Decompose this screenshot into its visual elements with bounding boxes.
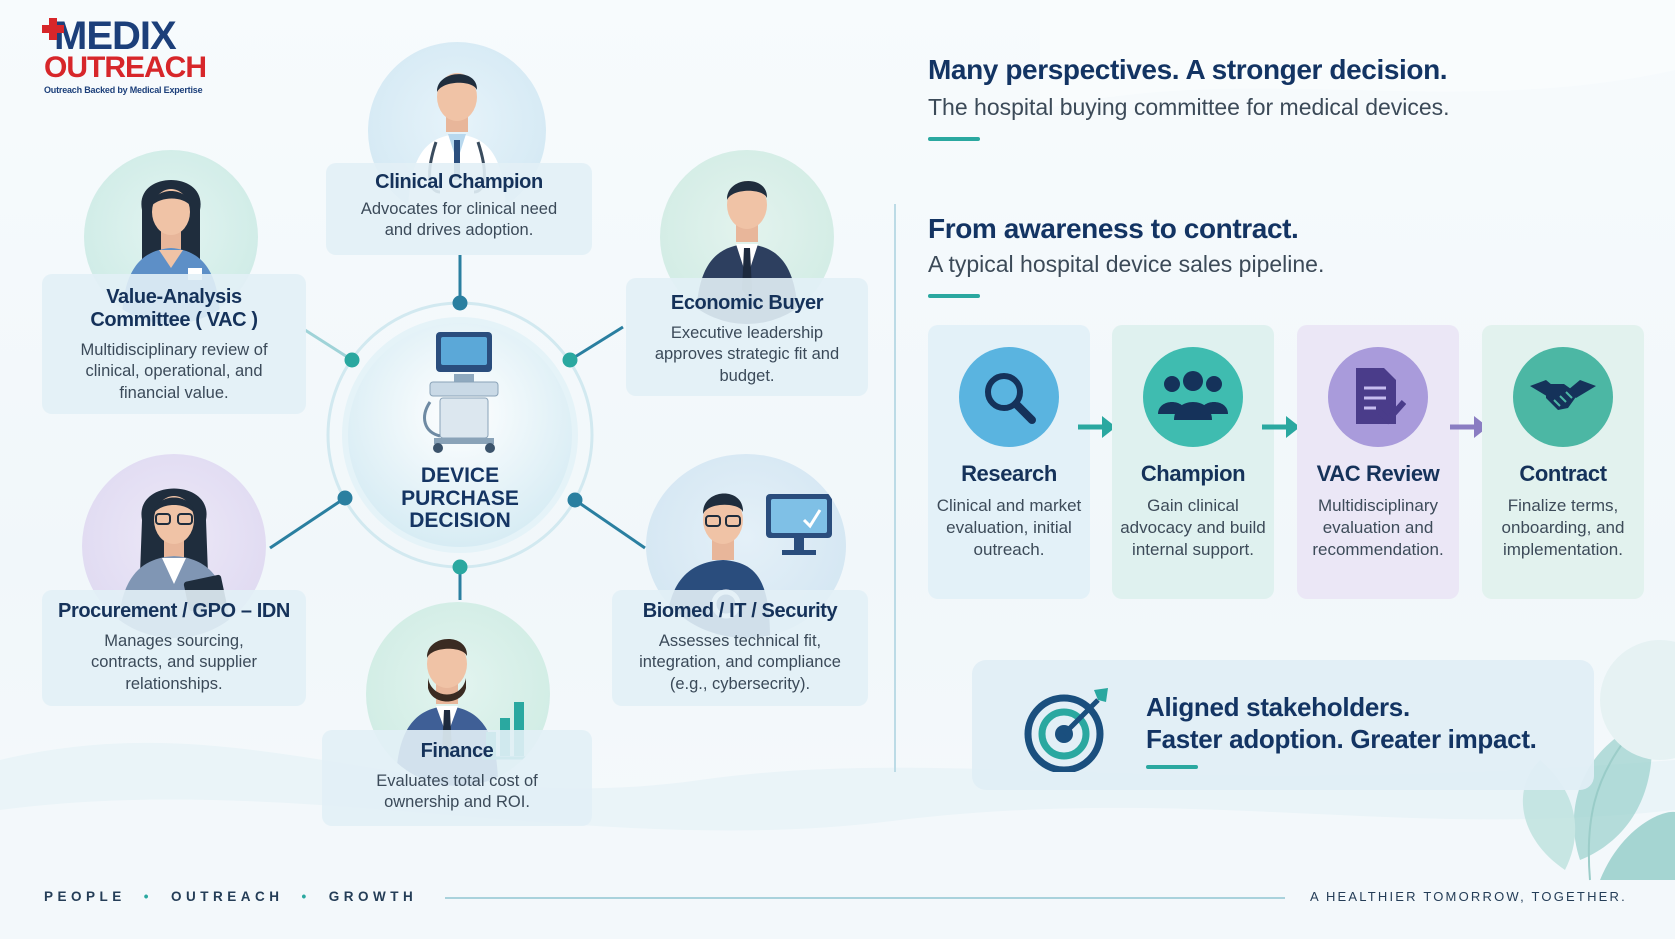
stage-description: Finalize terms, onboarding, and implemen… — [1501, 496, 1625, 560]
arrow-right-icon — [1078, 416, 1116, 438]
arrow-right-icon — [1262, 416, 1300, 438]
stage-label: Champion — [1140, 461, 1246, 486]
stage-research: Research Clinical and market evaluation,… — [928, 325, 1090, 599]
stakeholder-title: Biomed / IT / Security — [642, 600, 838, 622]
vertical-divider — [894, 204, 896, 772]
stage-vac-review: VAC Review Multidisciplinary evaluation … — [1297, 325, 1459, 599]
page-title: Many perspectives. A stronger decision. — [928, 54, 1448, 85]
hub-diagram — [269, 255, 646, 600]
footer-divider — [445, 897, 1285, 899]
pipeline-title: From awareness to contract. — [928, 213, 1299, 244]
perspectives-header: Many perspectives. A stronger decision. … — [928, 54, 1450, 141]
group-icon — [1143, 347, 1243, 447]
aligned-callout: Aligned stakeholders. Faster adoption. G… — [972, 660, 1594, 790]
stakeholder-card-vac: Value-Analysis Committee ( VAC ) Multidi… — [42, 274, 306, 414]
stage-label: Research — [961, 461, 1057, 486]
medical-device-icon — [423, 332, 499, 453]
stakeholder-description: Assesses technical fit, integration, and… — [639, 632, 841, 693]
brand-line-1: MEDIX — [54, 14, 177, 58]
target-icon — [1024, 688, 1108, 772]
accent-bar — [928, 294, 980, 298]
brand-line-2: OUTREACH — [44, 51, 207, 84]
hub-label: DEVICE PURCHASE DECISION — [401, 464, 519, 533]
pipeline-header: From awareness to contract. A typical ho… — [928, 213, 1324, 298]
stakeholder-card-biomed: Biomed / IT / Security Assesses technica… — [612, 590, 868, 706]
stakeholder-title: Clinical Champion — [375, 171, 543, 193]
arrow-right-icon — [1450, 416, 1488, 438]
callout-line-1: Aligned stakeholders. — [1146, 692, 1410, 722]
medical-cross-icon — [42, 18, 64, 40]
stage-description: Gain clinical advocacy and build interna… — [1120, 496, 1266, 560]
brand-logo: MEDIX OUTREACH Outreach Backed by Medica… — [42, 14, 244, 108]
stakeholder-card-procurement: Procurement / GPO – IDN Manages sourcing… — [42, 590, 306, 706]
footer-tagline-left: PEOPLE•OUTREACH•GROWTH — [44, 889, 418, 904]
stage-description: Clinical and market evaluation, initial … — [936, 496, 1082, 560]
magnifier-icon — [959, 347, 1059, 447]
stakeholder-title: Procurement / GPO – IDN — [58, 600, 290, 622]
stakeholder-description: Manages sourcing, contracts, and supplie… — [90, 632, 257, 693]
brand-tagline: Outreach Backed by Medical Expertise — [44, 85, 203, 95]
stakeholder-card-clinical: Clinical Champion Advocates for clinical… — [326, 163, 592, 255]
stakeholder-card-finance: Finance Evaluates total cost of ownershi… — [322, 730, 592, 826]
stakeholder-title: Value-Analysis Committee ( VAC ) — [90, 286, 258, 331]
stakeholder-title: Finance — [420, 740, 494, 762]
stakeholder-card-economic: Economic Buyer Executive leadership appr… — [626, 278, 868, 396]
stakeholder-description: Executive leadership approves strategic … — [654, 324, 840, 385]
footer-tagline-right: A HEALTHIER TOMORROW, TOGETHER. — [1310, 889, 1627, 904]
page-subtitle: The hospital buying committee for medica… — [928, 94, 1450, 120]
callout-line-2: Faster adoption. Greater impact. — [1146, 724, 1537, 754]
stage-contract: Contract Finalize terms, onboarding, and… — [1482, 325, 1644, 599]
stakeholder-title: Economic Buyer — [670, 292, 824, 314]
stakeholder-description: Advocates for clinical need and drives a… — [360, 200, 558, 240]
pipeline-subtitle: A typical hospital device sales pipeline… — [928, 251, 1325, 277]
stakeholder-description: Multidisciplinary review of clinical, op… — [80, 341, 268, 402]
stage-label: VAC Review — [1316, 461, 1440, 486]
handshake-icon — [1513, 347, 1613, 447]
checklist-icon — [1328, 347, 1428, 447]
stage-description: Multidisciplinary evaluation and recomme… — [1312, 496, 1444, 560]
stakeholder-description: Evaluates total cost of ownership and RO… — [376, 772, 538, 812]
accent-bar — [928, 137, 980, 141]
stage-label: Contract — [1519, 461, 1607, 486]
stage-champion: Champion Gain clinical advocacy and buil… — [1112, 325, 1274, 599]
accent-bar — [1146, 765, 1198, 769]
